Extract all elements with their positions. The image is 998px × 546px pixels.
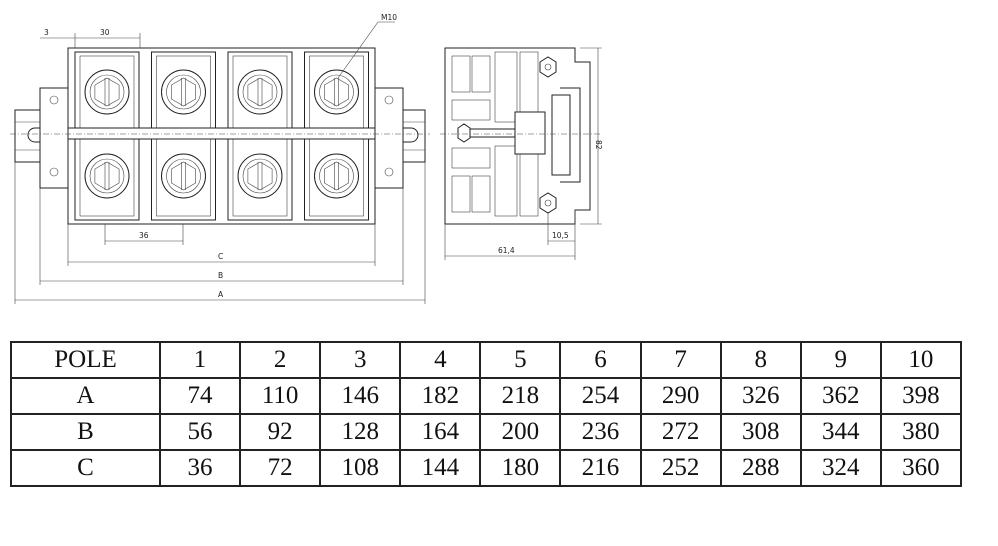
end-bracket-left [39,87,69,189]
terminal-screw-icon [161,153,206,199]
table-cell: 380 [879,413,963,451]
table-cell: 110 [239,377,322,415]
header-pole-number: 9 [799,341,882,379]
terminal-block-drawing: 3 30 M10 36 C B A [10,13,603,304]
table-cell: 236 [559,413,642,451]
header-pole-number: 4 [399,341,482,379]
dim-61-4-label: 61,4 [498,246,515,255]
dim-30-label: 30 [100,28,110,37]
terminal-screw-icon [161,69,206,115]
dim-10-5: 10,5 [547,212,575,245]
dim-c: C [67,224,376,266]
center-bar [67,127,376,140]
header-pole-number: 8 [719,341,802,379]
table-cell: 108 [319,449,402,487]
table-cell: 182 [399,377,482,415]
header-pole-number: 5 [479,341,562,379]
header-pole-number: 2 [239,341,322,379]
table-cell: 56 [158,413,242,451]
table-cell: 128 [319,413,402,451]
table-cell: 72 [239,449,322,487]
dim-36: 36 [104,224,184,245]
table-cell: 252 [639,449,722,487]
table-cell: 288 [719,449,802,487]
dim-c-label: C [218,252,223,261]
dim-36-label: 36 [139,231,149,240]
table-cell: 164 [399,413,482,451]
end-bracket-right [374,87,404,189]
dim-3-label: 3 [44,28,49,37]
dim-a: A [14,162,426,304]
dim-3: 3 [40,28,75,39]
header-pole-number: 1 [158,341,242,379]
table-cell: 344 [799,413,882,451]
terminal-screw-icon [84,69,130,115]
row-label: C [10,449,161,487]
table-cell: 216 [559,449,642,487]
header-pole-number: 6 [559,341,642,379]
table-cell: 308 [719,413,802,451]
table-cell: 398 [879,377,963,415]
dim-m10-label: M10 [381,13,397,22]
dim-82: 82 [580,47,603,225]
terminal-screw-icon [84,153,130,199]
table-cell: 290 [639,377,722,415]
dim-m10: M10 [337,13,397,79]
header-pole-label: POLE [10,341,161,379]
terminal-screw-icon [237,69,283,115]
terminal-screw-icon [314,69,359,115]
table-cell: 146 [319,377,402,415]
row-label: A [10,377,161,415]
dim-10-5-label: 10,5 [552,231,569,240]
table-cell: 74 [158,377,242,415]
dim-82-label: 82 [594,140,603,150]
table-cell: 218 [479,377,562,415]
dim-b: B [39,188,404,285]
table-cell: 324 [799,449,882,487]
dim-30: 30 [74,28,141,48]
dim-61-4: 61,4 [444,210,576,260]
table-cell: 200 [479,413,562,451]
table-cell: 272 [639,413,722,451]
header-pole-number: 10 [879,341,963,379]
header-pole-number: 7 [639,341,722,379]
dim-a-label: A [218,290,224,299]
side-view [440,47,600,225]
header-pole-number: 3 [319,341,402,379]
dim-b-label: B [218,271,223,280]
table-cell: 360 [879,449,963,487]
terminal-screw-icon [237,153,283,199]
table-cell: 92 [239,413,322,451]
table-cell: 362 [799,377,882,415]
row-label: B [10,413,161,451]
table-cell: 36 [158,449,242,487]
table-cell: 144 [399,449,482,487]
table-cell: 254 [559,377,642,415]
table-cell: 180 [479,449,562,487]
terminal-screw-icon [314,153,359,199]
table-cell: 326 [719,377,802,415]
